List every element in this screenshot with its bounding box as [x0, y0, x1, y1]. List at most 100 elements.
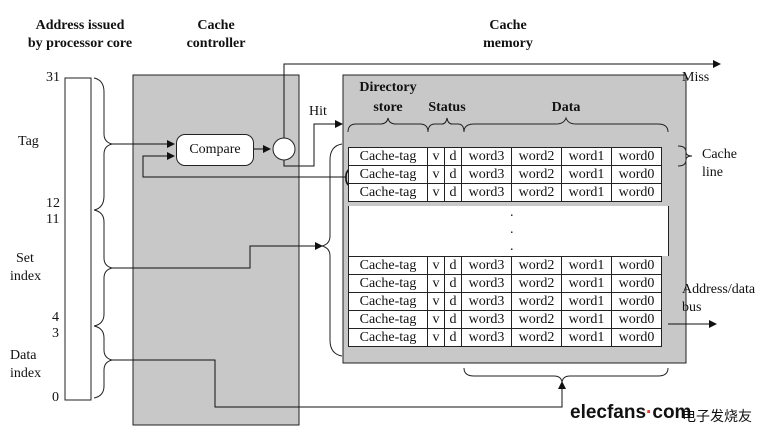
- word1-cell: word1: [561, 183, 612, 202]
- dirty-bit-cell: d: [444, 274, 462, 293]
- set-index-line: [112, 242, 323, 269]
- dirty-bit-cell: d: [444, 328, 462, 347]
- memory-header-line1: Cache: [489, 18, 527, 33]
- valid-bit-cell: v: [427, 292, 445, 311]
- address-header-line2: by processor core: [27, 36, 133, 51]
- cache-line-brace: [677, 145, 693, 167]
- cache-line-row: Cache-tag v d word3 word2 word1 word0: [348, 256, 662, 275]
- cache-tag-cell: Cache-tag: [348, 292, 428, 311]
- logo-dot: ·: [646, 402, 653, 423]
- dirty-bit-cell: d: [444, 256, 462, 275]
- ellipsis-dot-2: .: [510, 222, 514, 237]
- cache-lines-bottom: Cache-tag v d word3 word2 word1 word0 Ca…: [348, 256, 662, 347]
- miss-label: Miss: [682, 70, 710, 85]
- valid-bit-cell: v: [427, 165, 445, 184]
- word2-cell: word2: [511, 274, 562, 293]
- word0-cell: word0: [611, 274, 662, 293]
- word3-cell: word3: [461, 310, 512, 329]
- set-index-brace: [93, 209, 113, 327]
- word1-cell: word1: [561, 256, 612, 275]
- word2-cell: word2: [511, 147, 562, 166]
- logo-suffix-text: com: [652, 402, 692, 423]
- dirty-bit-cell: d: [444, 165, 462, 184]
- dirty-bit-cell: d: [444, 292, 462, 311]
- word0-cell: word0: [611, 183, 662, 202]
- bus-label-line1: Address/data: [682, 282, 756, 297]
- cache-tag-cell: Cache-tag: [348, 147, 428, 166]
- word3-cell: word3: [461, 328, 512, 347]
- data-index-brace: [93, 325, 113, 399]
- word1-cell: word1: [561, 292, 612, 311]
- valid-bit-cell: v: [427, 183, 445, 202]
- word3-cell: word3: [461, 165, 512, 184]
- data-index-label: Data index: [10, 348, 41, 382]
- cache-line-label-line2: line: [702, 165, 723, 180]
- set-index-label-line1: Set: [16, 251, 34, 266]
- word1-cell: word1: [561, 274, 612, 293]
- valid-bit-cell: v: [427, 274, 445, 293]
- cache-line-row: Cache-tag v d word3 word2 word1 word0: [348, 274, 662, 293]
- bit-31: 31: [46, 70, 60, 85]
- set-index-label: Set index: [10, 251, 41, 285]
- cache-line-row: Cache-tag v d word3 word2 word1 word0: [348, 310, 662, 329]
- word0-cell: word0: [611, 165, 662, 184]
- word3-cell: word3: [461, 292, 512, 311]
- cache-tag-cell: Cache-tag: [348, 183, 428, 202]
- miss-line: [283, 60, 721, 138]
- word2-cell: word2: [511, 165, 562, 184]
- word0-cell: word0: [611, 292, 662, 311]
- status-header: Status: [428, 100, 466, 115]
- valid-bit-cell: v: [427, 310, 445, 329]
- cache-tag-cell-selected: Cache-tag: [348, 165, 428, 184]
- word0-cell: word0: [611, 310, 662, 329]
- bus-label: Address/data bus: [682, 282, 755, 316]
- word2-cell: word2: [511, 328, 562, 347]
- dirty-bit-cell: d: [444, 147, 462, 166]
- cache-tag-cell: Cache-tag: [348, 310, 428, 329]
- word1-cell: word1: [561, 310, 612, 329]
- valid-bit-cell: v: [427, 256, 445, 275]
- cache-line-label-line1: Cache: [702, 147, 737, 162]
- word0-cell: word0: [611, 328, 662, 347]
- word2-cell: word2: [511, 310, 562, 329]
- bit-4: 4: [52, 310, 59, 325]
- bottom-data-brace: [463, 367, 669, 383]
- elecfans-logo: elecfans·com: [570, 402, 691, 424]
- memory-header: Cache memory: [468, 18, 548, 52]
- compare-box: Compare: [176, 134, 254, 166]
- address-header: Address issued by processor core: [8, 18, 152, 52]
- word3-cell: word3: [461, 183, 512, 202]
- cache-lines-top: Cache-tag v d word3 word2 word1 word0 Ca…: [348, 147, 662, 202]
- address-register: [64, 77, 92, 401]
- dirty-bit-cell: d: [444, 183, 462, 202]
- dirty-bit-cell: d: [444, 310, 462, 329]
- valid-bit-cell: v: [427, 147, 445, 166]
- cache-controller-block: [132, 74, 300, 426]
- data-brace: [463, 116, 669, 133]
- set-index-bracket: [321, 143, 343, 357]
- word1-cell: word1: [561, 328, 612, 347]
- data-header: Data: [551, 100, 581, 115]
- hit-gate: [272, 137, 296, 161]
- word2-cell: word2: [511, 183, 562, 202]
- valid-bit-cell: v: [427, 328, 445, 347]
- directory-header-line2: store: [373, 100, 403, 115]
- controller-header-line2: controller: [186, 36, 246, 51]
- cache-tag-cell: Cache-tag: [348, 328, 428, 347]
- hit-label: Hit: [309, 104, 327, 119]
- data-index-label-line2: index: [10, 366, 42, 381]
- word2-cell: word2: [511, 292, 562, 311]
- ellipsis-dot-3: .: [510, 239, 514, 254]
- cache-line-label: Cache line: [702, 147, 737, 181]
- set-index-label-line2: index: [10, 269, 42, 284]
- directory-header-line1: Directory: [359, 80, 417, 95]
- word0-cell: word0: [611, 256, 662, 275]
- bit-11: 11: [46, 212, 60, 227]
- tag-label: Tag: [18, 134, 39, 149]
- bit-3: 3: [52, 326, 59, 341]
- bus-label-line2: bus: [682, 300, 702, 315]
- address-header-line1: Address issued: [35, 18, 125, 33]
- cache-line-row: Cache-tag v d word3 word2 word1 word0: [348, 328, 662, 347]
- cache-lines-gap: [348, 206, 669, 256]
- word2-cell: word2: [511, 256, 562, 275]
